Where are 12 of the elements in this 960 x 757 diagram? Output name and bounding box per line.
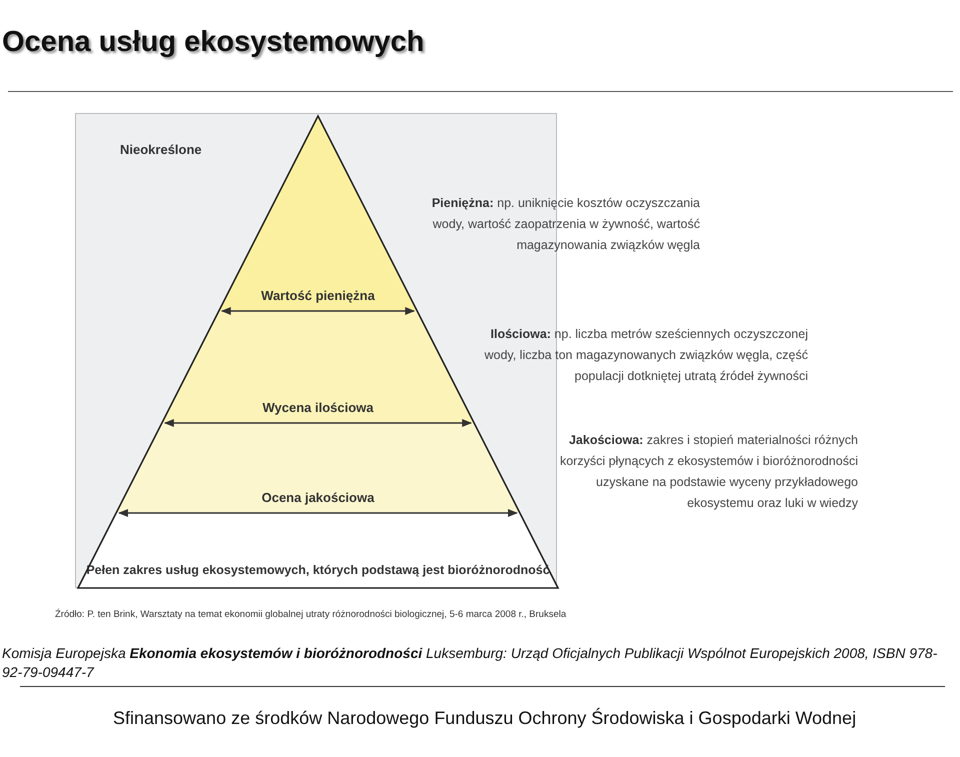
band-label: Ocena jakościowa xyxy=(260,490,376,505)
band-label: Pełen zakres usług ekosystemowych, których podstawą jest bioróżnorodność xyxy=(85,563,551,577)
title: Ocena usług ekosystemowych xyxy=(2,26,424,59)
description-text: Ilościowa: np. liczba metrów sześciennych oczyszczonej wody, liczba ton magazynowanych związków węgla, część populacji dotkniętej utratą źródeł żywności xyxy=(483,326,808,385)
band-label: Wycena ilościowa xyxy=(261,400,374,415)
source-note: Źródło: P. ten Brink, Warsztaty na temat ekonomii globalnej utraty różnorodności biologicznej, 5-6 marca 2008 r., Bruksela xyxy=(55,609,566,620)
corner-label: Nieokreślone xyxy=(120,142,202,157)
description-text: Jakościowa: zakres i stopień materialności różnych korzyści płynących z ekosystemów i bioróżnorodności uzyskane na podstawie wyceny przykładowego ekosystemu oraz luki w wiedzy xyxy=(558,432,858,512)
funding-note: Sfinansowano ze środków Narodowego Funduszu Ochrony Środowiska i Gospodarki Wodnej xyxy=(113,708,856,729)
description-text: Pieniężna: np. uniknięcie kosztów oczyszczania wody, wartość zaopatrzenia w żywność, wartość magazynowania związków węgla xyxy=(430,195,700,254)
band-label: Wartość pieniężna xyxy=(260,288,376,303)
reference-text: Komisja Europejska Ekonomia ekosystemów i bioróżnorodności Luksemburg: Urząd Oficjalnych Publikacji Wspólnot Europejskich 2008, ISBN 978-92-79-09447-7 xyxy=(2,644,938,682)
